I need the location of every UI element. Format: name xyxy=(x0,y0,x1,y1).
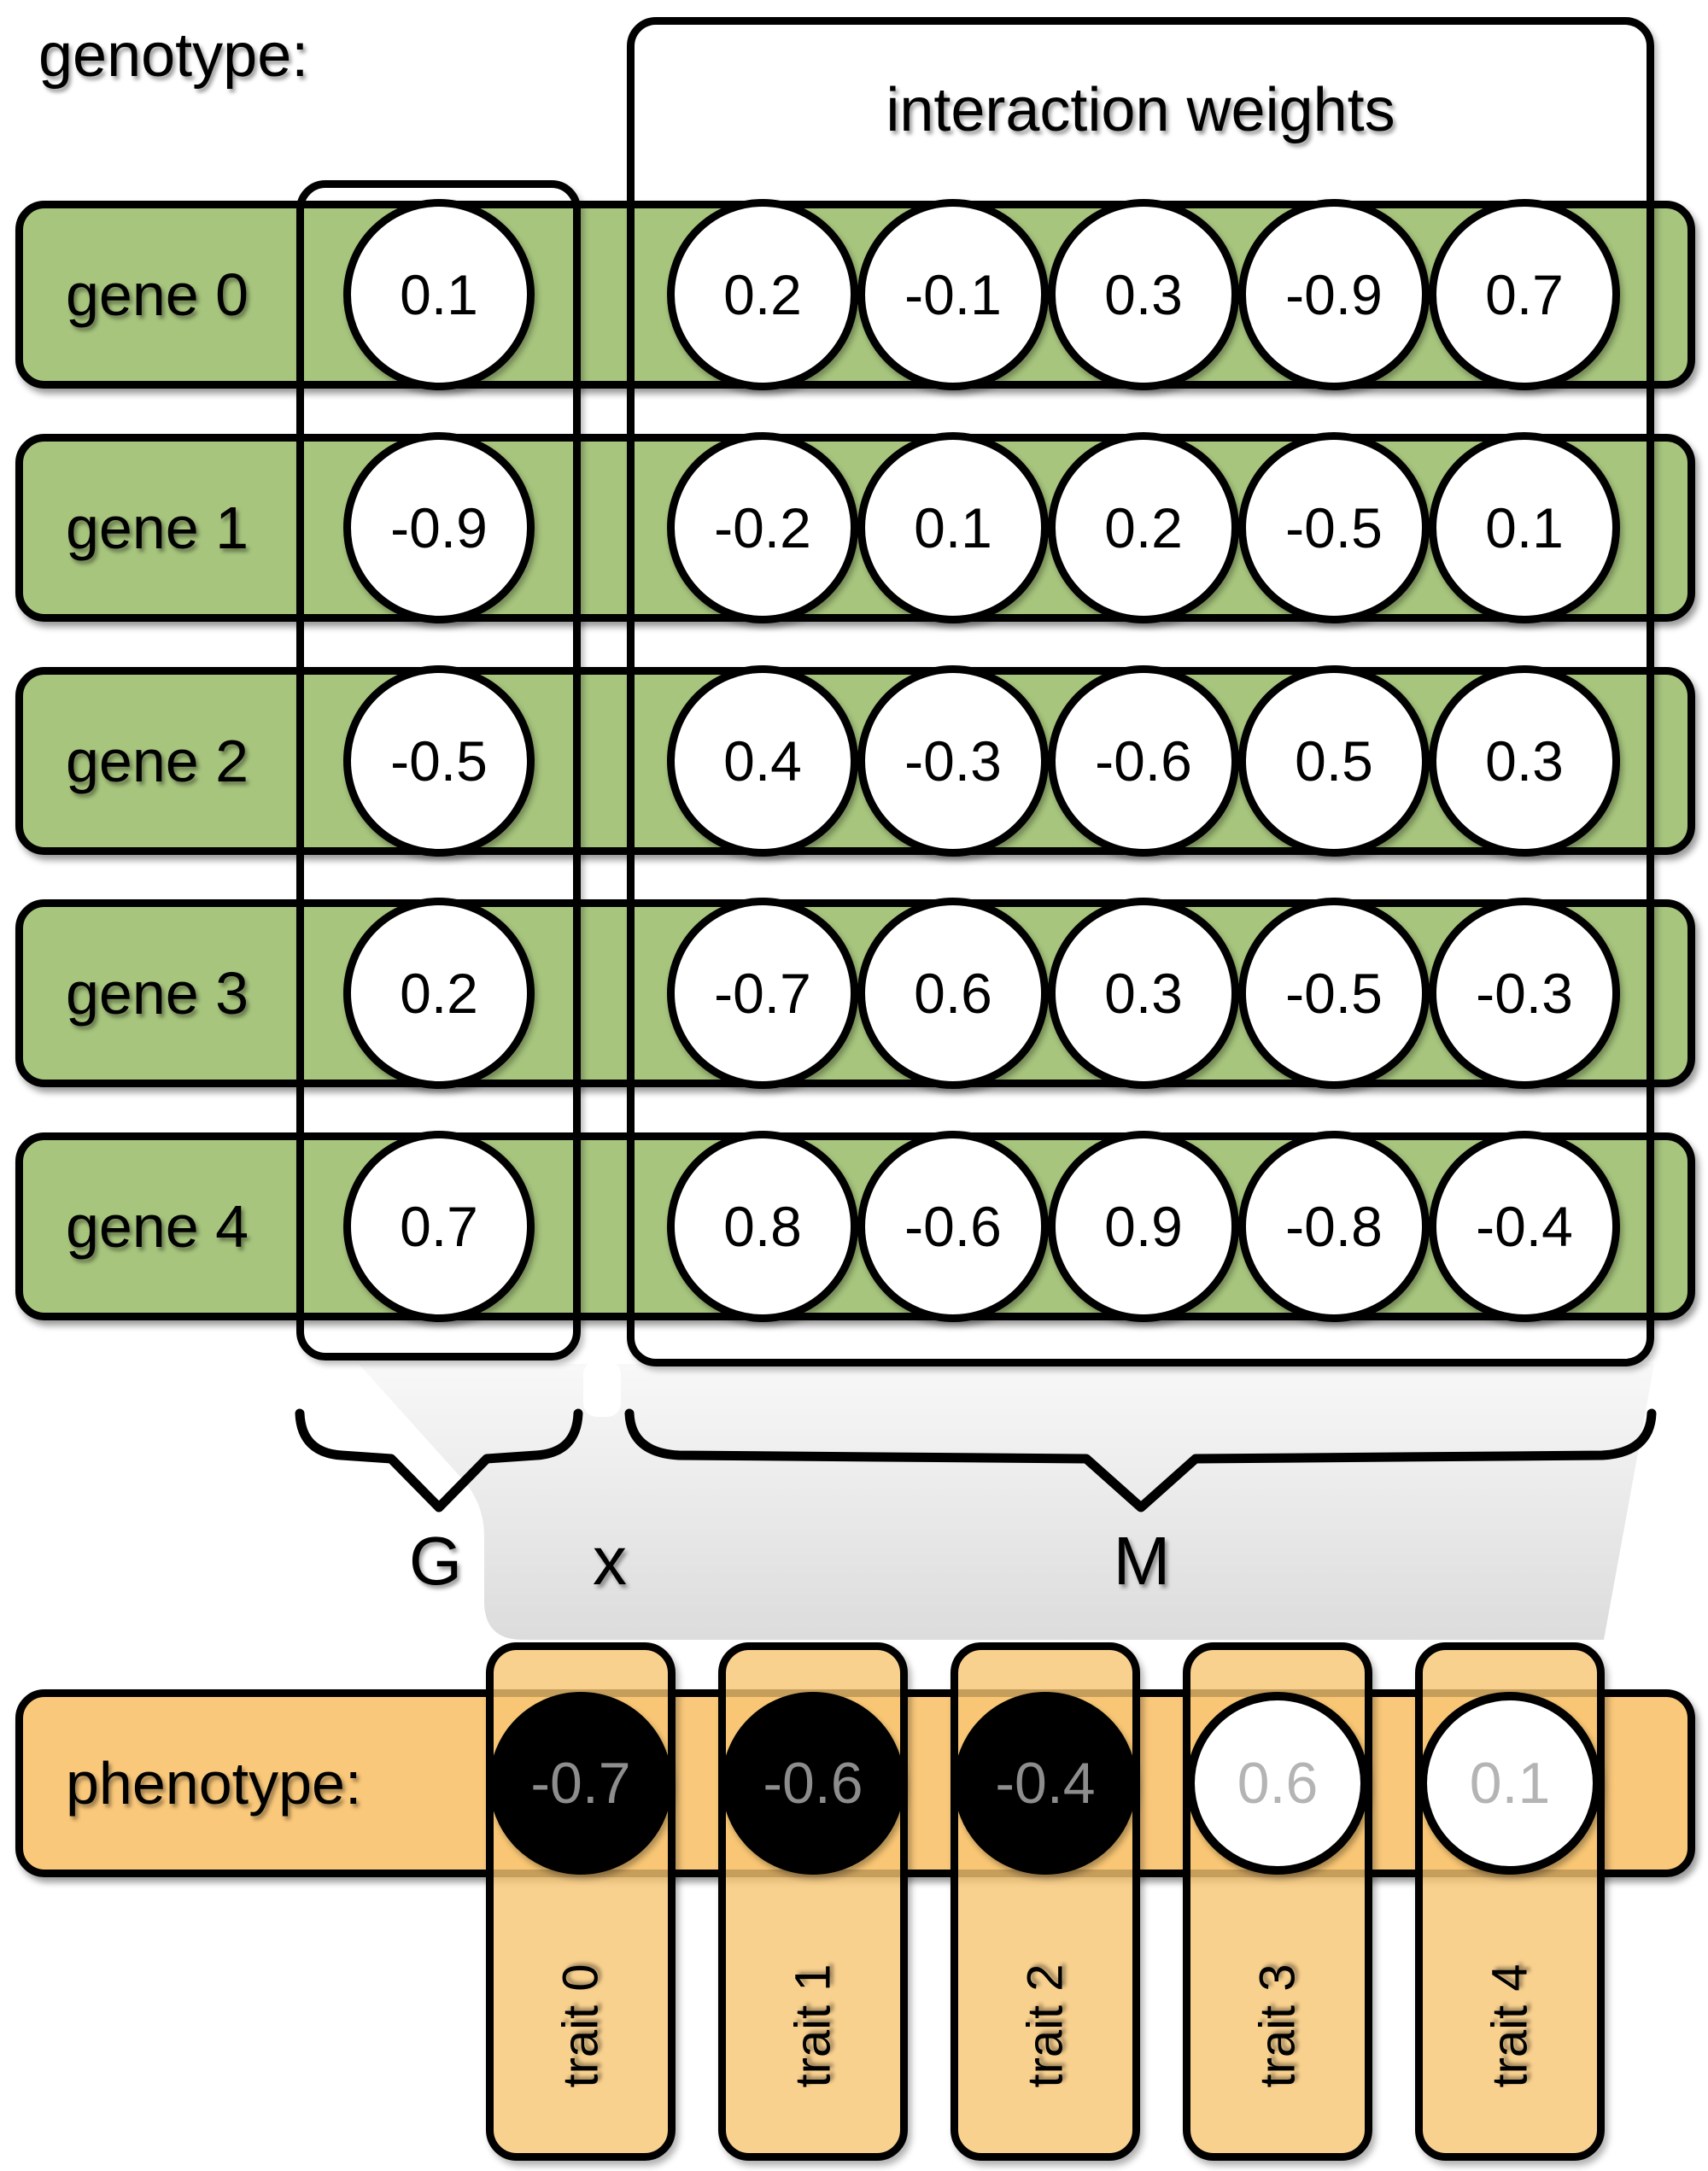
gene-row-label: gene 1 xyxy=(66,494,249,561)
weight-circle: 0.4 xyxy=(667,665,858,857)
genotype-value-circle: 0.7 xyxy=(343,1131,535,1322)
interaction-weights-title: interaction weights xyxy=(886,76,1395,144)
phenotype-value-circle: -0.4 xyxy=(954,1692,1137,1875)
gene-row-label: gene 0 xyxy=(66,261,249,328)
phenotype-value-circle: -0.7 xyxy=(489,1692,672,1875)
weight-circle: -0.6 xyxy=(857,1131,1049,1322)
gene-row-label: gene 2 xyxy=(66,728,249,794)
weight-circle: -0.3 xyxy=(1429,898,1620,1089)
weight-circle: 0.3 xyxy=(1048,898,1239,1089)
genotype-column-box xyxy=(296,180,581,1361)
genotype-title: genotype: xyxy=(38,21,309,90)
weight-circle: 0.2 xyxy=(1048,432,1239,623)
phenotype-title: phenotype: xyxy=(66,1750,362,1817)
trait-label: trait 4 xyxy=(1482,1963,1538,2088)
weight-circle: 0.2 xyxy=(667,199,858,390)
weight-circle: 0.8 xyxy=(667,1131,858,1322)
phenotype-value-circle: 0.1 xyxy=(1418,1692,1601,1875)
genotype-value-circle: 0.2 xyxy=(343,898,535,1089)
g-matrix-label: G xyxy=(408,1523,463,1599)
flow-white-channel xyxy=(583,1361,621,1417)
gene-row-label: gene 3 xyxy=(66,960,249,1027)
weight-circle: -0.5 xyxy=(1238,432,1430,623)
weight-circle: -0.3 xyxy=(857,665,1049,857)
weight-circle: -0.7 xyxy=(667,898,858,1089)
weight-circle: 0.3 xyxy=(1429,665,1620,857)
weight-circle: 0.1 xyxy=(857,432,1049,623)
weight-circle: -0.5 xyxy=(1238,898,1430,1089)
genotype-value-circle: -0.5 xyxy=(343,665,535,857)
phenotype-value-circle: -0.6 xyxy=(722,1692,904,1875)
weight-circle: 0.3 xyxy=(1048,199,1239,390)
times-operator: x xyxy=(593,1523,627,1599)
interaction-weights-box xyxy=(627,17,1654,1366)
weight-circle: 0.7 xyxy=(1429,199,1620,390)
weight-circle: 0.1 xyxy=(1429,432,1620,623)
trait-label: trait 2 xyxy=(1017,1963,1073,2088)
genotype-value-circle: -0.9 xyxy=(343,432,535,623)
trait-label: trait 0 xyxy=(553,1963,609,2088)
weight-circle: 0.9 xyxy=(1048,1131,1239,1322)
gene-row-label: gene 4 xyxy=(66,1193,249,1260)
weight-circle: -0.2 xyxy=(667,432,858,623)
weight-circle: 0.6 xyxy=(857,898,1049,1089)
weight-circle: -0.9 xyxy=(1238,199,1430,390)
weight-circle: -0.1 xyxy=(857,199,1049,390)
trait-label: trait 3 xyxy=(1249,1963,1306,2088)
trait-label: trait 1 xyxy=(785,1963,841,2088)
flow-shape xyxy=(359,1364,1654,1640)
weight-circle: -0.6 xyxy=(1048,665,1239,857)
phenotype-value-circle: 0.6 xyxy=(1186,1692,1369,1875)
m-matrix-label: M xyxy=(1113,1523,1171,1599)
weight-circle: -0.8 xyxy=(1238,1131,1430,1322)
weight-circle: -0.4 xyxy=(1429,1131,1620,1322)
weight-circle: 0.5 xyxy=(1238,665,1430,857)
genotype-value-circle: 0.1 xyxy=(343,199,535,390)
